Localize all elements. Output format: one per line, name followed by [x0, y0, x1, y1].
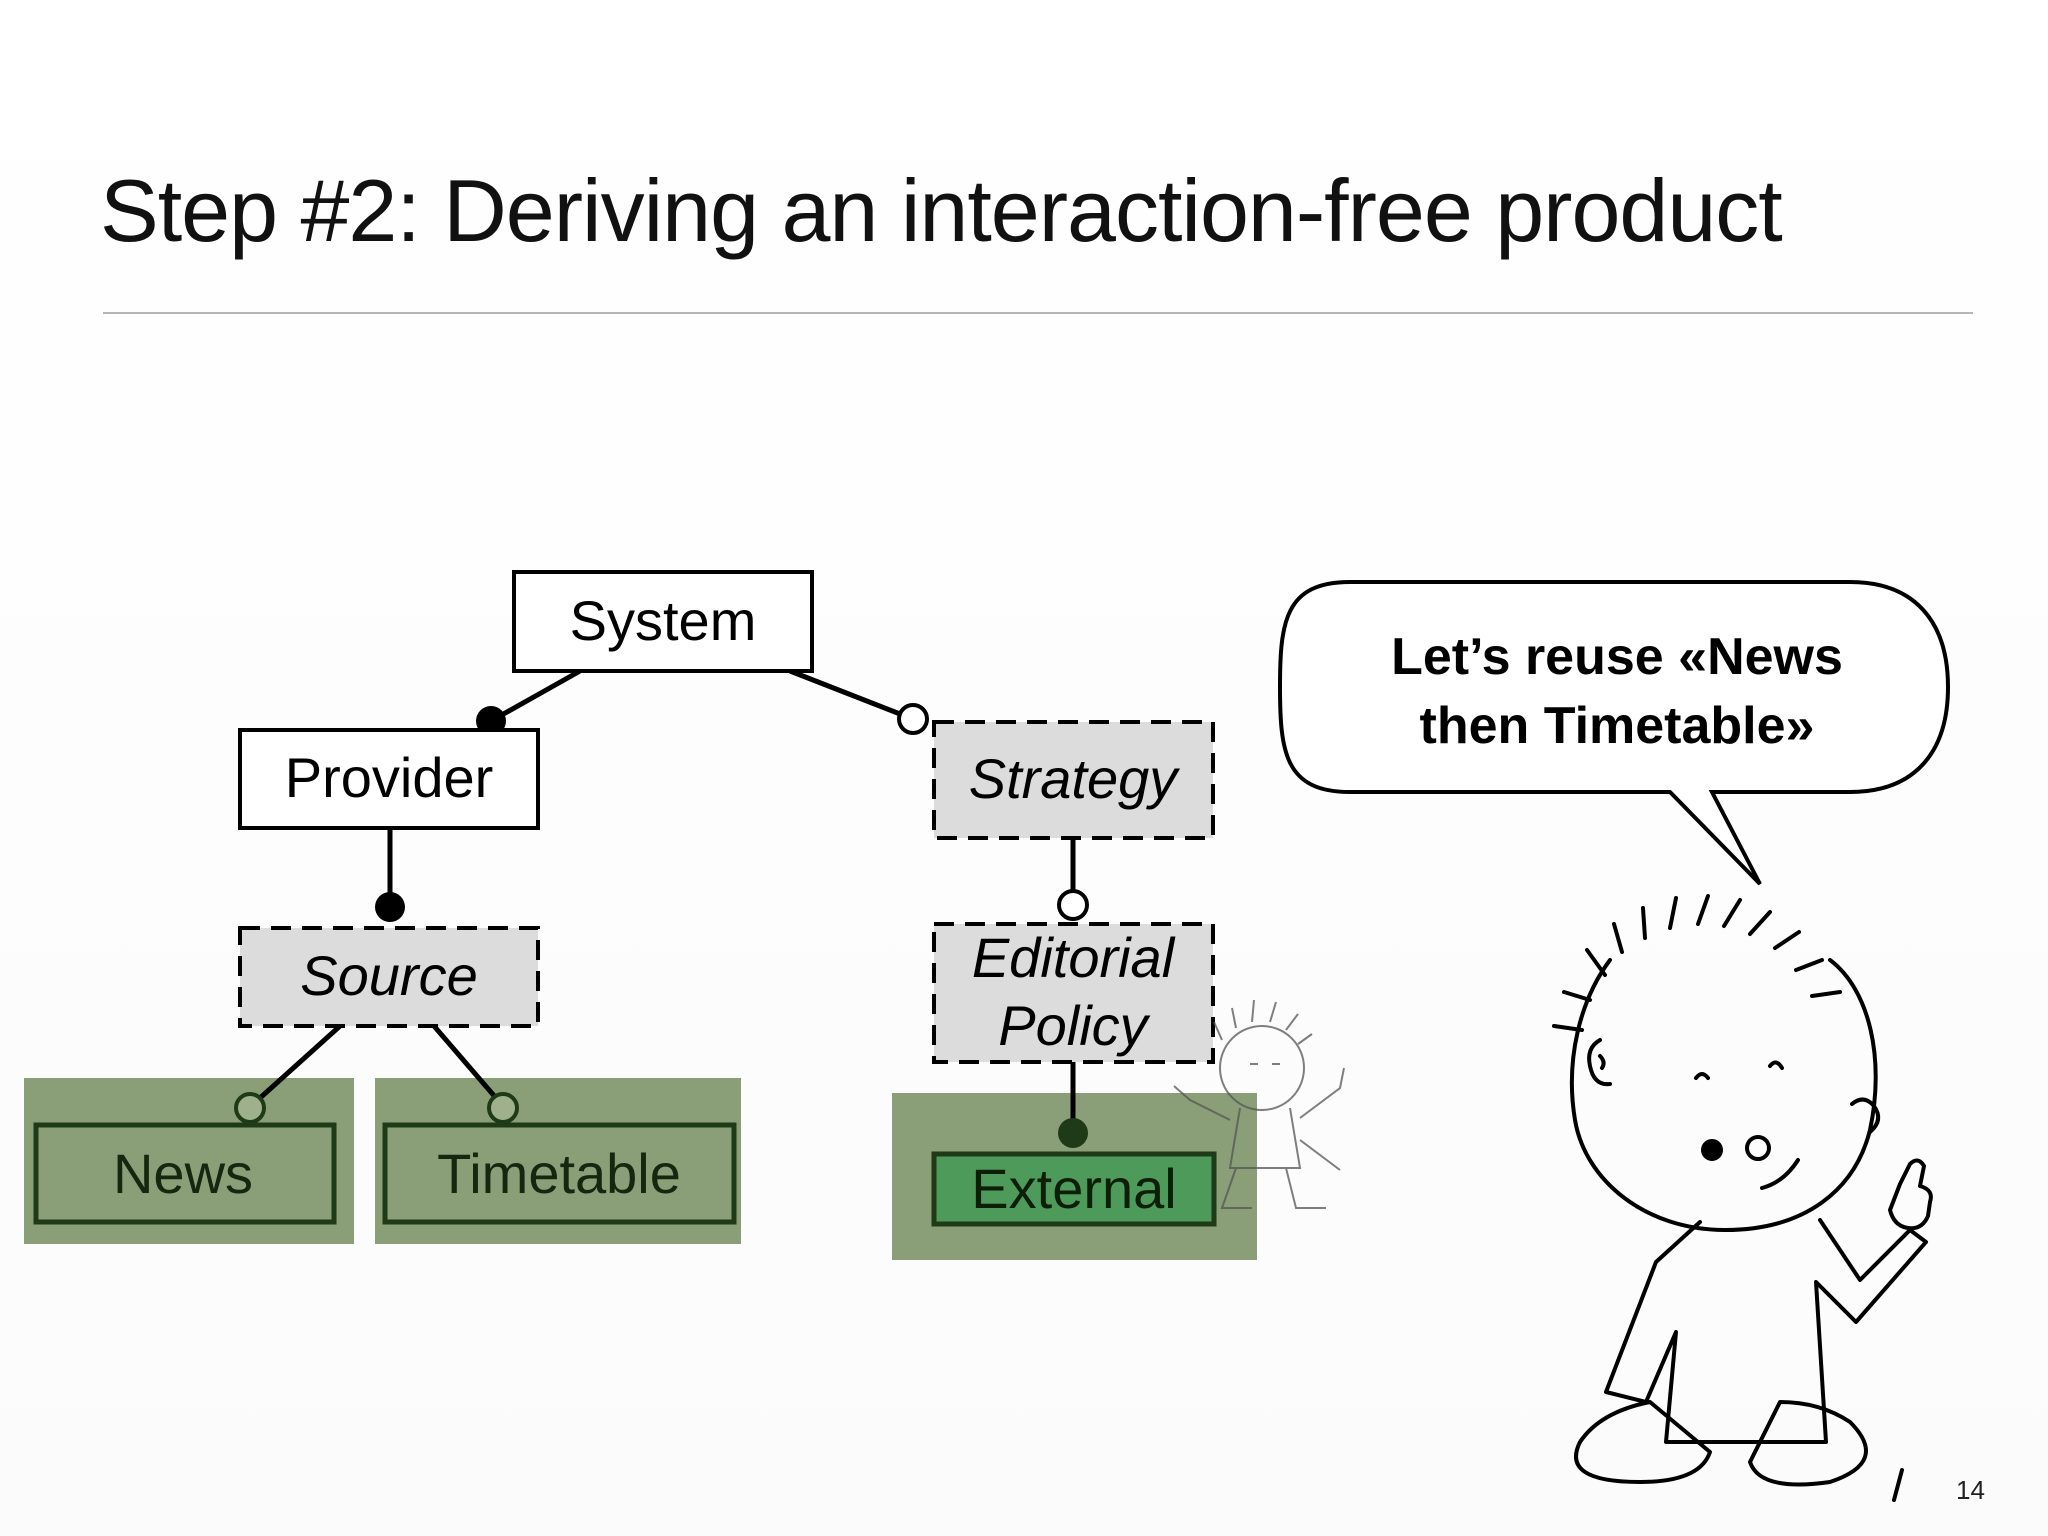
connector-source-timetable: [432, 1024, 498, 1100]
cartoon-character: [1552, 894, 1933, 1502]
news-box: [33, 1122, 337, 1225]
page-number: 14: [1956, 1475, 1985, 1505]
system-box: [512, 570, 814, 673]
external-label: External: [971, 1157, 1176, 1220]
system-label: System: [570, 589, 757, 652]
character-left-ear: [1587, 1038, 1612, 1087]
timetable-highlight: [375, 1078, 741, 1244]
optional-marker-timetable: [487, 1092, 519, 1124]
speech-bubble: [1277, 580, 1951, 886]
connector-system-strategy: [789, 668, 914, 722]
provider-box: [238, 728, 540, 830]
character-right-eye: [1745, 1135, 1771, 1161]
news-label: News: [113, 1142, 253, 1205]
character-sketch-mark: [1892, 1468, 1904, 1502]
timetable-label: Timetable: [437, 1142, 681, 1205]
connector-system-provider: [489, 668, 582, 724]
character-raised-hand: [1888, 1158, 1933, 1231]
character-head: [1569, 958, 1878, 1232]
editorial-label-line1: Editorial: [972, 926, 1176, 989]
character-body: [1604, 1218, 1928, 1444]
character-eyebrows: [1694, 1060, 1784, 1080]
character-left-eye: [1701, 1139, 1723, 1161]
character-mouth: [1760, 1158, 1800, 1190]
small-character-sketch: [1173, 999, 1345, 1209]
character-right-ear: [1850, 1097, 1881, 1134]
bubble-text-line2: then Timetable»: [1420, 697, 1815, 755]
editorial-policy-box: [932, 922, 1215, 1064]
slide-title: Step #2: Deriving an interaction-free pr…: [100, 161, 1783, 260]
optional-marker-editorial: [1057, 889, 1089, 921]
character-hair: [1552, 894, 1842, 1032]
external-box: [931, 1151, 1217, 1227]
timetable-box: [382, 1122, 737, 1225]
provider-label: Provider: [285, 746, 494, 809]
optional-marker-strategy: [897, 703, 929, 735]
connector-lines: [258, 668, 1076, 1128]
news-highlight: [24, 1078, 354, 1244]
editorial-label-line2: Policy: [998, 994, 1150, 1057]
mandatory-marker-external: [1058, 1118, 1088, 1148]
strategy-box: [932, 720, 1215, 840]
connector-source-news: [258, 1024, 342, 1100]
source-box: [238, 926, 540, 1028]
mandatory-marker-source: [375, 892, 405, 922]
optional-marker-news: [234, 1092, 266, 1124]
strategy-label: Strategy: [969, 747, 1181, 810]
bubble-text-line1: Let’s reuse «News: [1391, 628, 1843, 686]
title-divider: [103, 312, 1973, 314]
character-shoes: [1574, 1400, 1868, 1487]
source-label: Source: [300, 944, 477, 1007]
